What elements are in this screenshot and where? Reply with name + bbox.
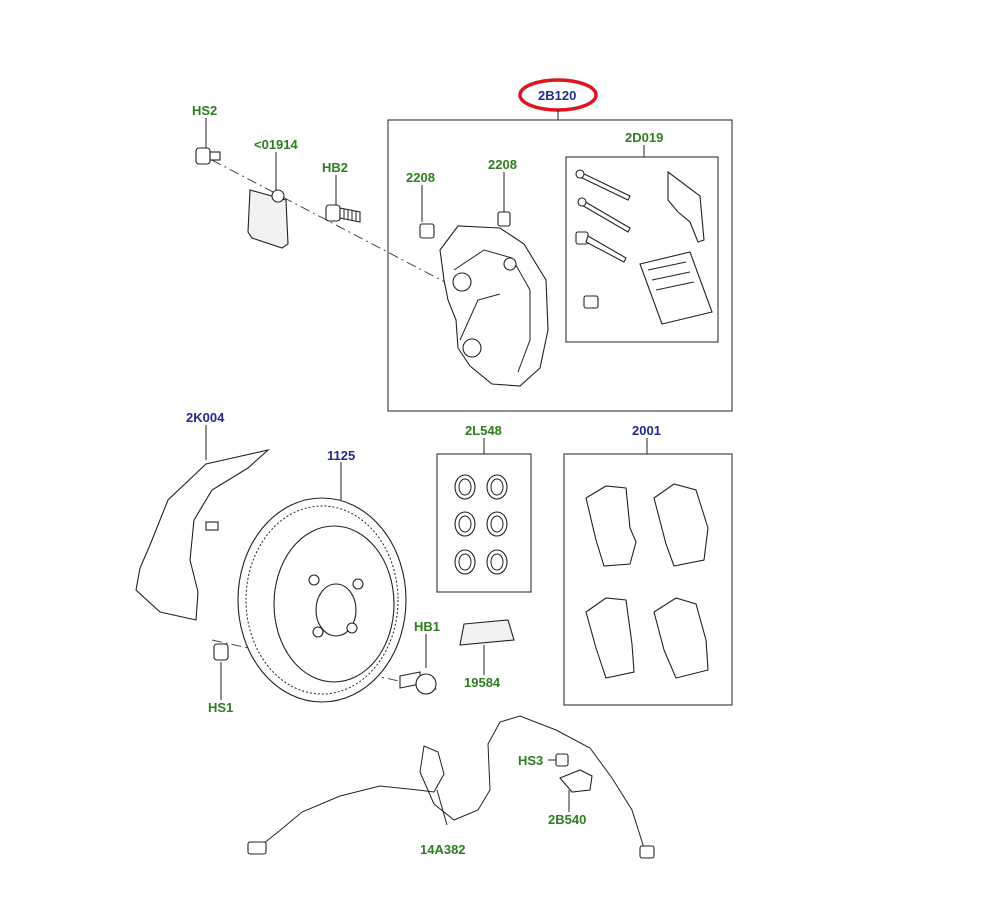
label-2l548[interactable]: 2L548 xyxy=(465,423,502,438)
label-2208-left[interactable]: 2208 xyxy=(406,170,435,185)
hb1-bolt xyxy=(399,671,437,695)
bracket-01914 xyxy=(247,189,289,249)
label-hs2[interactable]: HS2 xyxy=(192,103,217,118)
label-2b120[interactable]: 2B120 xyxy=(538,88,576,103)
brake-disc xyxy=(237,497,407,703)
label-hb1[interactable]: HB1 xyxy=(414,619,440,634)
brake-caliper xyxy=(419,211,549,387)
sensor-cable xyxy=(247,715,655,859)
label-2k004[interactable]: 2K004 xyxy=(186,410,225,425)
label-2208-right[interactable]: 2208 xyxy=(488,157,517,172)
label-2d019[interactable]: 2D019 xyxy=(625,130,663,145)
label-1125[interactable]: 1125 xyxy=(327,448,355,463)
brake-pad-set xyxy=(585,483,709,679)
wear-indicator xyxy=(459,619,515,646)
hardware-kit-box xyxy=(565,156,719,343)
splash-shield xyxy=(135,448,270,621)
label-2001[interactable]: 2001 xyxy=(632,423,661,438)
hb2-bolt xyxy=(325,204,361,223)
label-14a382[interactable]: 14A382 xyxy=(420,842,466,857)
label-hs3[interactable]: HS3 xyxy=(518,753,543,768)
hs3-clip xyxy=(555,753,569,767)
assembly-axis xyxy=(211,159,461,291)
pad-set-box xyxy=(563,453,733,706)
seal-kit-contents xyxy=(454,474,508,575)
label-2b540[interactable]: 2B540 xyxy=(548,812,586,827)
label-19584[interactable]: 19584 xyxy=(464,675,501,690)
label-hb2[interactable]: HB2 xyxy=(322,160,348,175)
hs2-bolt xyxy=(195,147,221,165)
seal-kit-box xyxy=(436,453,532,593)
hardware-kit-contents xyxy=(575,169,713,325)
hs1-bolt xyxy=(213,643,229,661)
bracket-2b540 xyxy=(559,769,593,793)
label-01914[interactable]: <01914 xyxy=(254,137,299,152)
part-labels: 2B120 HS2 <01914 HB2 2208 2208 2D019 2K0… xyxy=(186,88,663,857)
leader-lines xyxy=(205,110,648,826)
label-hs1[interactable]: HS1 xyxy=(208,700,233,715)
caliper-group-box xyxy=(387,119,733,412)
